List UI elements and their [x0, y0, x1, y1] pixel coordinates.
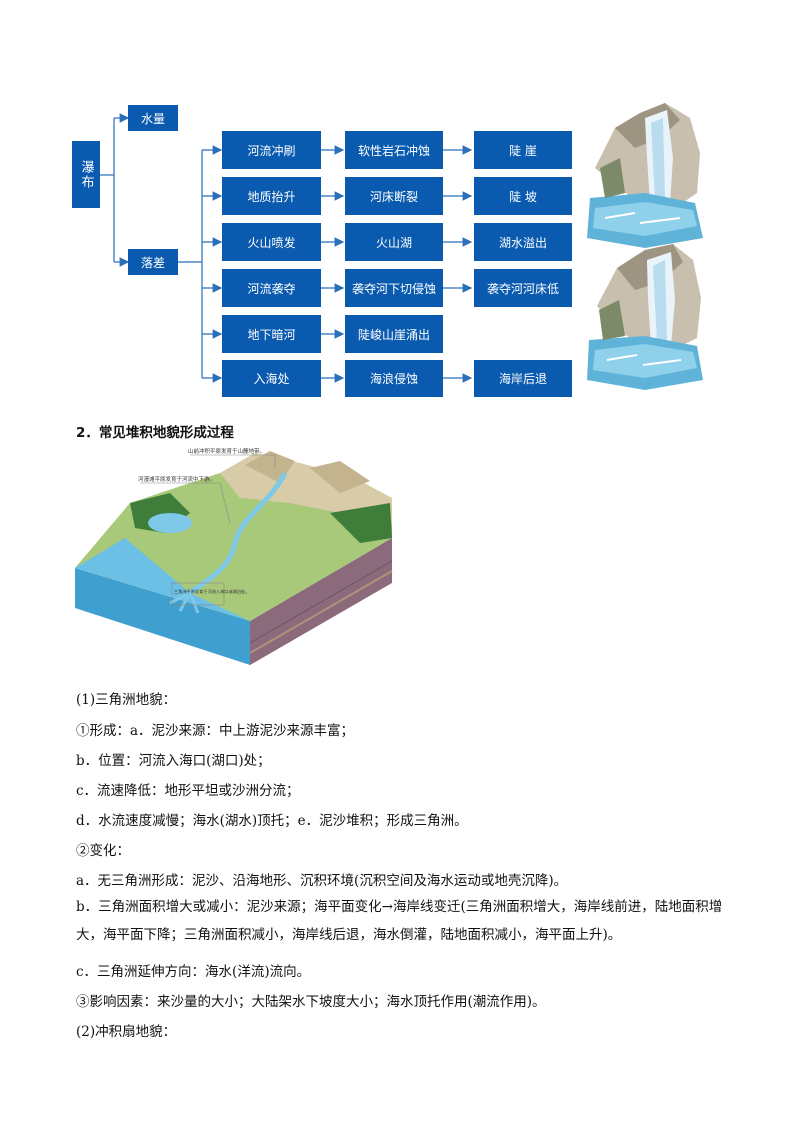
waterfall-flowchart: 瀑布 水量 落差 河流冲刷 软性岩石冲蚀 陡 崖 地质抬升 河床断裂 陡 坡 火…: [0, 0, 800, 410]
depositional-landform-block-diagram: 山前冲积平原发育于山麓地带。 河漫滩平原发育于河流中下游。 三角洲平原发育于河流…: [75, 447, 393, 665]
paragraph-factors: ③影响因素：来沙量的大小；大陆架水下坡度大小；海水顶托作用(潮流作用)。: [76, 994, 546, 1010]
flow-cause: 地质抬升: [222, 177, 321, 215]
flow-result: 海岸后退: [474, 360, 572, 397]
flow-cause: 入海处: [222, 360, 321, 397]
paragraph-change-c: c．三角洲延伸方向：海水(洋流)流向。: [76, 964, 311, 980]
flow-cause: 地下暗河: [222, 315, 321, 353]
waterfall-illustration-top: [587, 103, 703, 248]
paragraph-change-title: ②变化：: [76, 843, 130, 859]
flow-result: 陡 崖: [474, 131, 572, 169]
flow-process: 火山湖: [345, 223, 443, 261]
section-heading: 2．常见堆积地貌形成过程: [76, 425, 234, 441]
figure-label-alluvial-fan: 山前冲积平原发育于山麓地带。: [188, 447, 265, 455]
figure-label-delta: 三角洲平原发育于河流入海口或湖泊处。: [174, 588, 249, 595]
flow-process: 软性岩石冲蚀: [345, 131, 443, 169]
paragraph-formation-a: ①形成：a．泥沙来源：中上游泥沙来源丰富；: [76, 723, 355, 739]
flow-process: 海浪侵蚀: [345, 360, 443, 397]
flow-process: 河床断裂: [345, 177, 443, 215]
flow-cause: 河流袭夺: [222, 269, 321, 307]
flow-cause: 火山喷发: [222, 223, 321, 261]
flow-branch-water-volume: 水量: [128, 105, 178, 131]
paragraph-delta-title: (1)三角洲地貌：: [76, 692, 177, 708]
waterfall-illustration-bottom: [587, 244, 703, 390]
paragraph-alluvial-fan-title: (2)冲积扇地貌：: [76, 1024, 177, 1040]
flow-result: 陡 坡: [474, 177, 572, 215]
flow-cause: 河流冲刷: [222, 131, 321, 169]
flowchart-connectors: [100, 113, 473, 383]
flow-result: 湖水溢出: [474, 223, 572, 261]
flow-branch-height-drop: 落差: [128, 249, 178, 275]
paragraph-formation-b: b．位置：河流入海口(湖口)处；: [76, 753, 271, 769]
flow-process: 袭夺河下切侵蚀: [345, 269, 443, 307]
flow-result: 袭夺河河床低: [474, 269, 572, 307]
flow-root-waterfall: 瀑布: [72, 141, 100, 208]
paragraph-formation-d: d．水流速度减慢；海水(湖水)顶托；e．泥沙堆积；形成三角洲。: [76, 813, 468, 829]
paragraph-change-a: a．无三角洲形成：泥沙、沿海地形、沉积环境(沉积空间及海水运动或地壳沉降)。: [76, 873, 568, 889]
paragraph-formation-c: c．流速降低：地形平坦或沙洲分流；: [76, 783, 300, 799]
flow-process: 陡峻山崖涌出: [345, 315, 443, 353]
paragraph-change-b: b．三角洲面积增大或减小：泥沙来源；海平面变化→海岸线变迁(三角洲面积增大，海岸…: [76, 899, 723, 943]
figure-label-floodplain: 河漫滩平原发育于河流中下游。: [138, 475, 215, 483]
